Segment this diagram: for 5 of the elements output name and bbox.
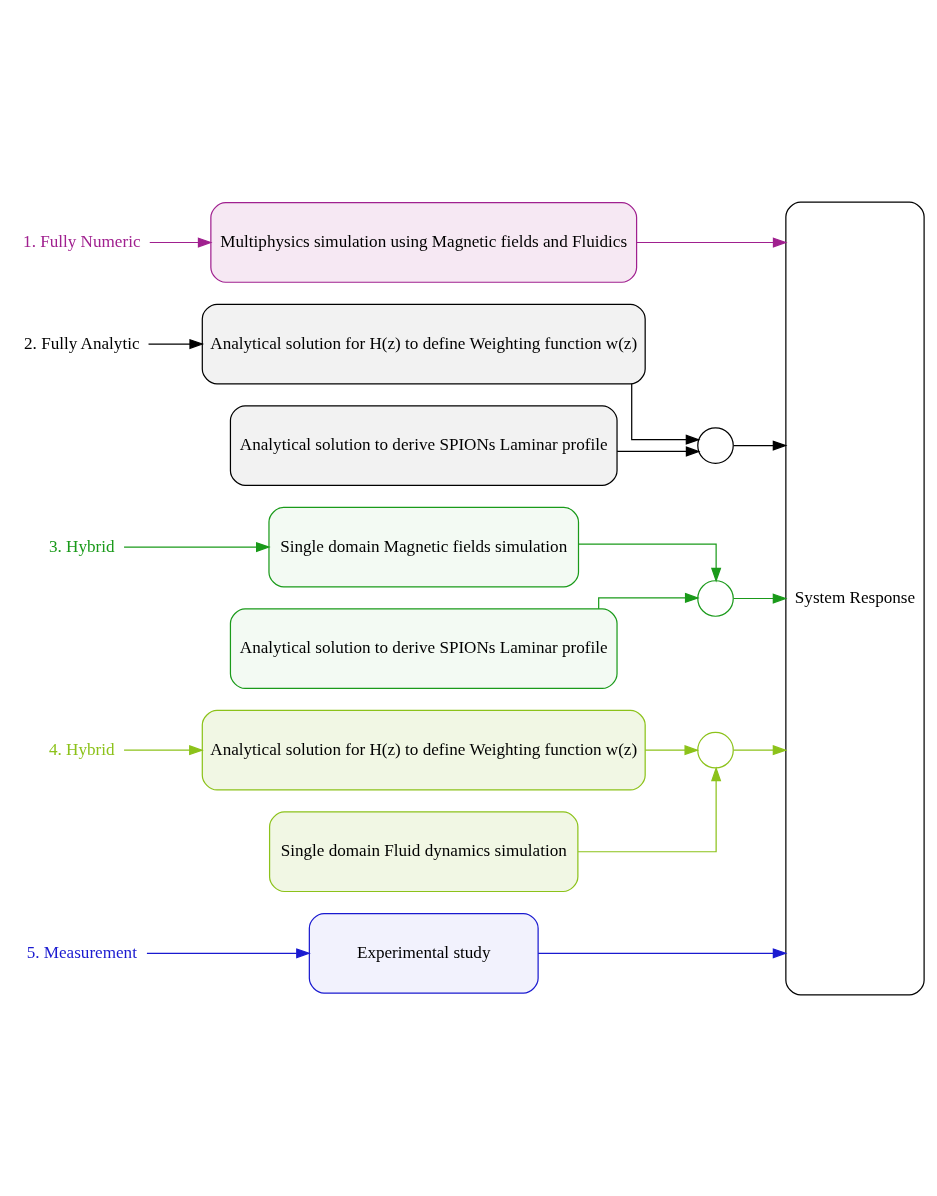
- node-text: 5. Measurement: [26, 942, 137, 962]
- node-text: 1. Fully Numeric: [22, 231, 140, 251]
- node-text: 3. Hybrid: [48, 536, 115, 556]
- node-text: 4. Hybrid: [48, 739, 115, 759]
- node-text: 2. Fully Analytic: [23, 333, 140, 353]
